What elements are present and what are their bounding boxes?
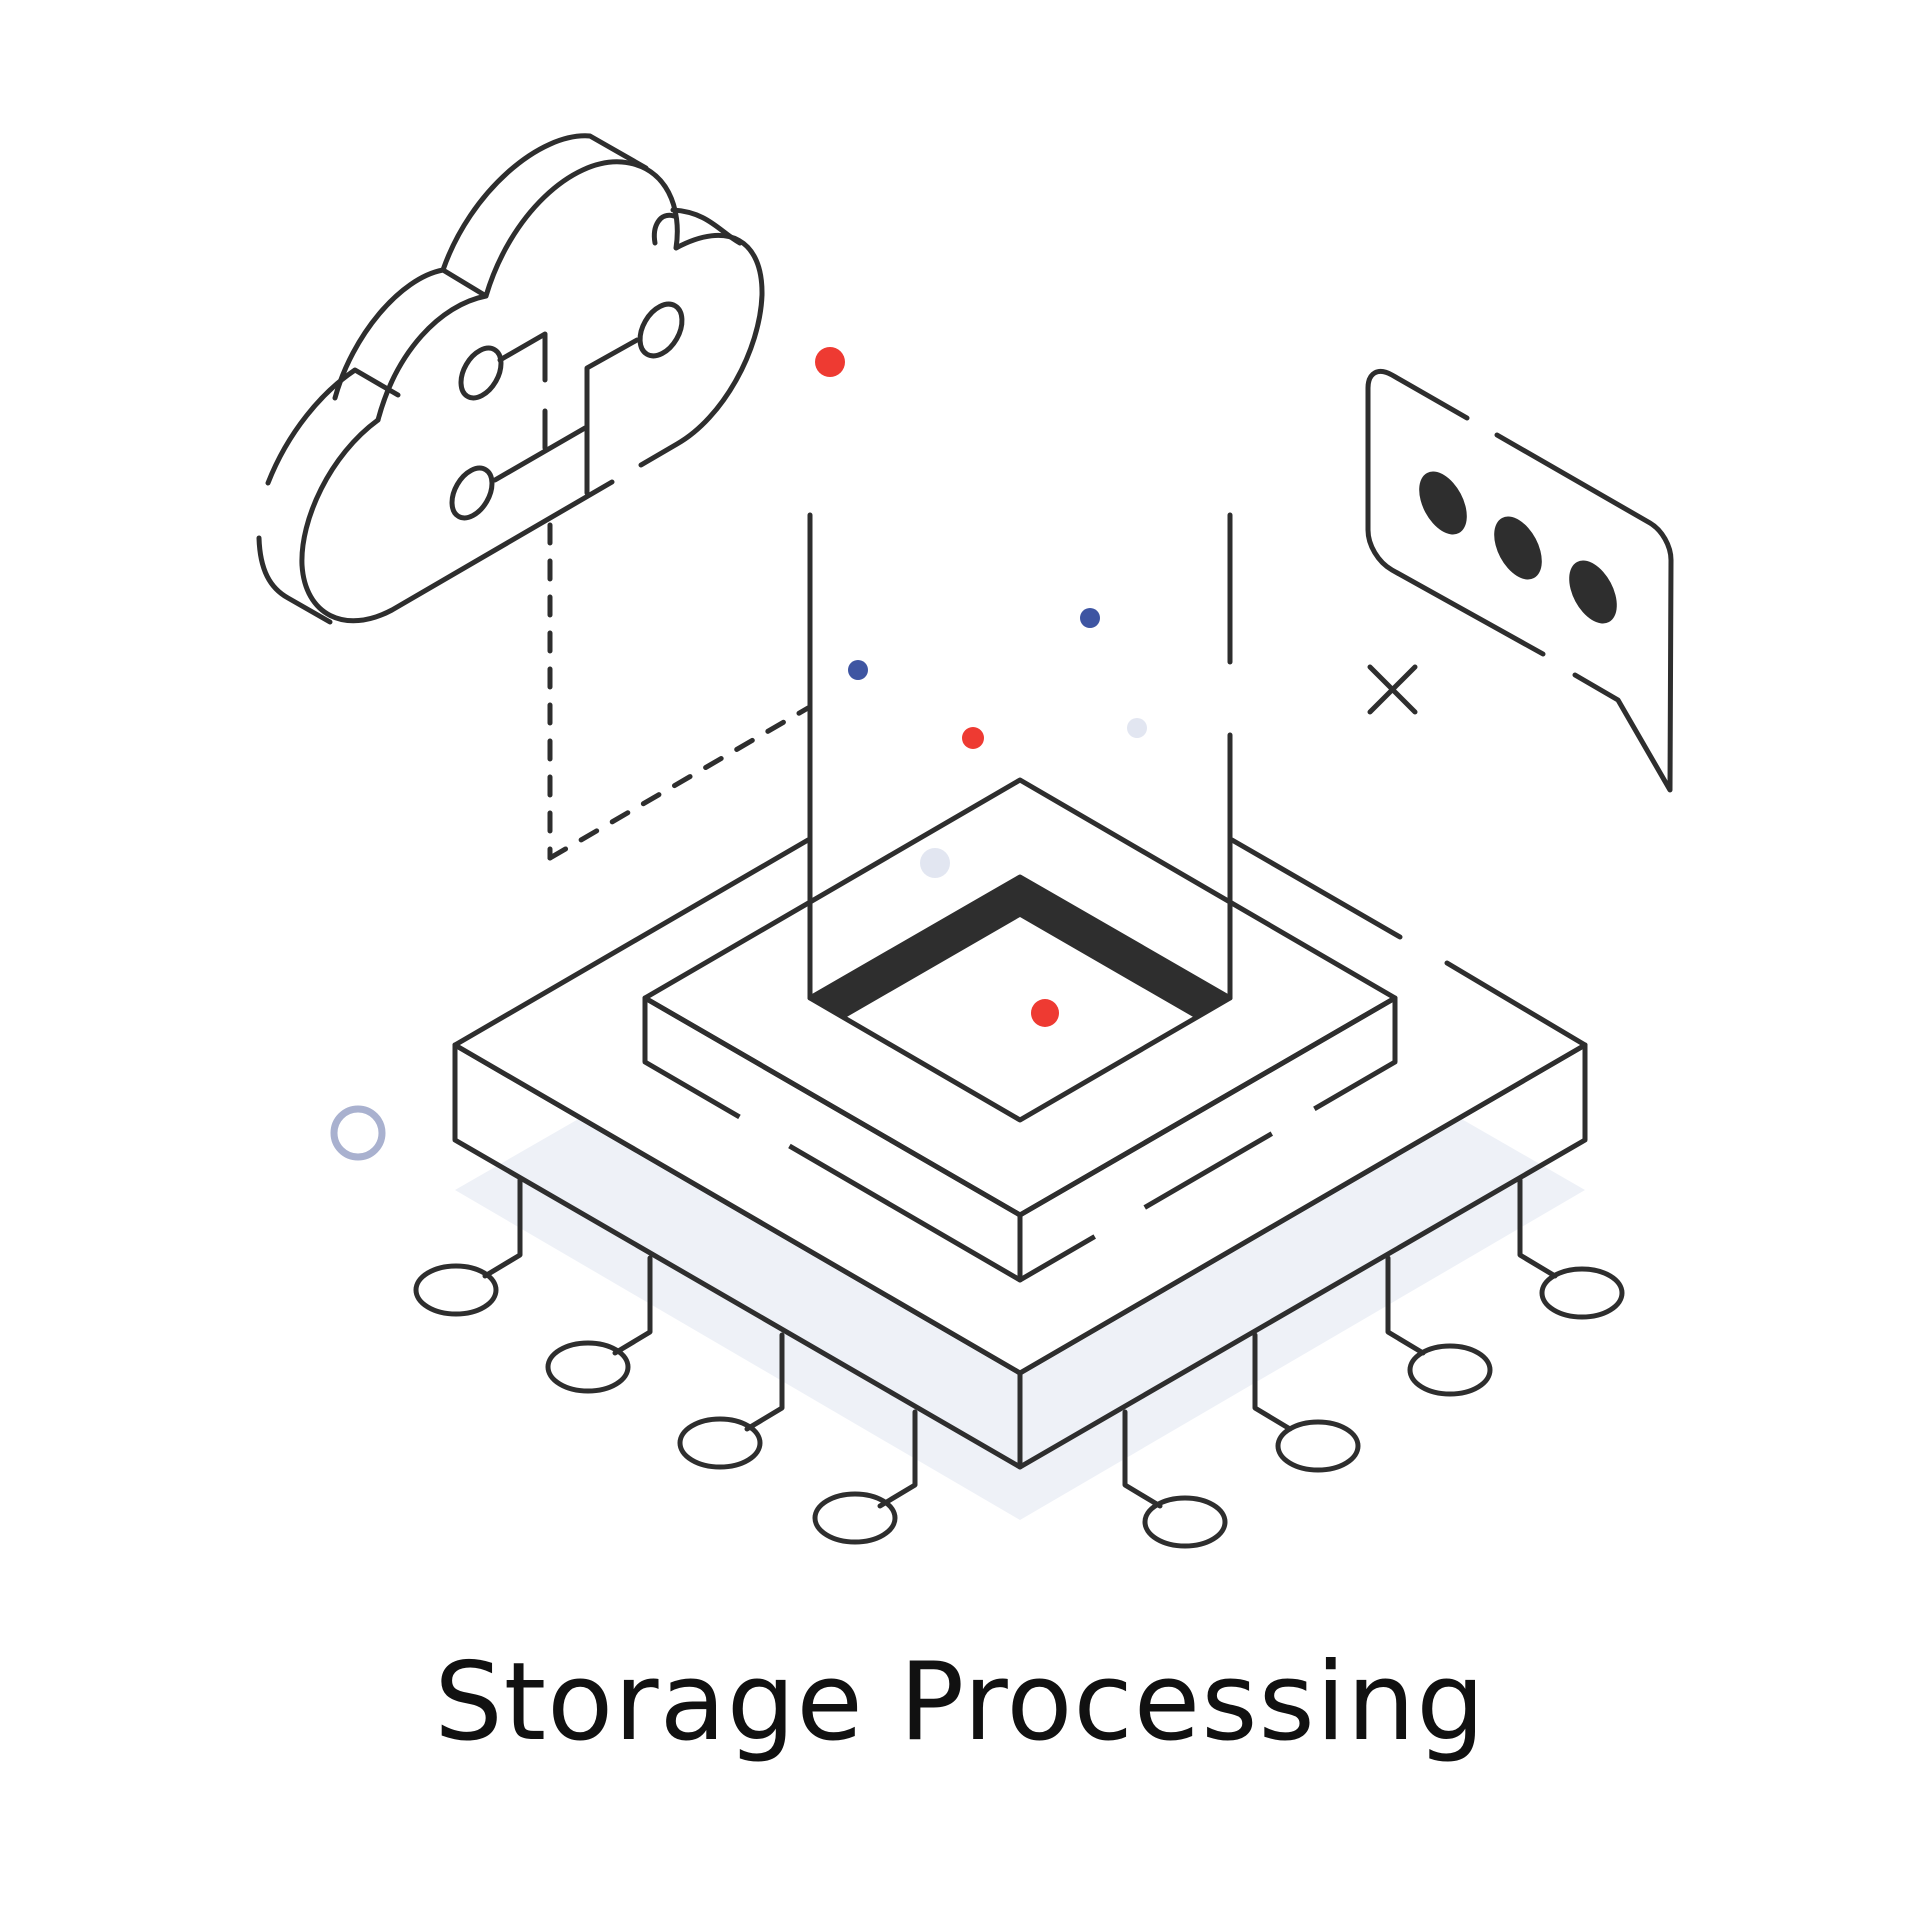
particle-blue (1080, 608, 1100, 628)
chip-pins-right (1122, 1177, 1625, 1549)
inner-block-top (642, 777, 1398, 1218)
socket-dark-rim (810, 877, 1230, 1018)
chat-dot-3 (1569, 560, 1617, 624)
particle-blue (848, 660, 868, 680)
data-particles (330, 347, 1147, 1161)
particle-pale (1127, 718, 1147, 738)
chat-bubble-icon (1365, 369, 1674, 793)
particle-red (1031, 999, 1059, 1027)
particle-red (815, 347, 845, 377)
decor-ring (330, 1105, 386, 1161)
chat-dot-2 (1494, 516, 1542, 580)
chat-dot-1 (1419, 471, 1467, 535)
storage-chip-icon (413, 512, 1625, 1549)
particle-red (962, 727, 984, 749)
cloud-network-icon (256, 133, 811, 861)
close-x-icon (1367, 664, 1418, 715)
caption: Storage Processing (434, 1640, 1486, 1765)
particle-pale (920, 848, 950, 878)
chip-pins-left (413, 1177, 918, 1545)
